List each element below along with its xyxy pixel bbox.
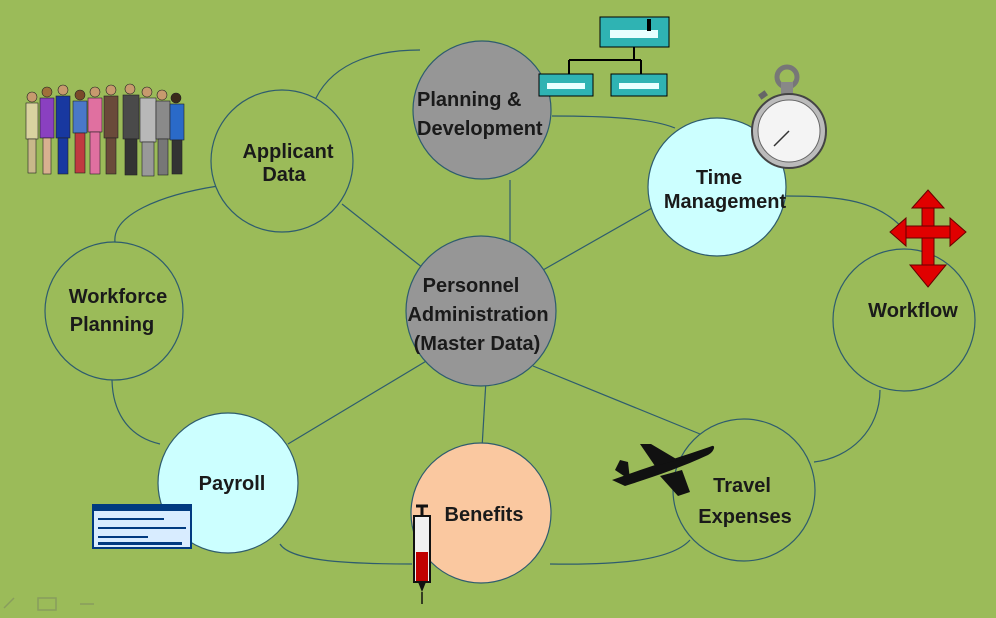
connector-travel-benefits [549,539,691,565]
workflow-arrows-icon [889,189,967,288]
node-payroll[interactable]: Payroll [157,412,299,554]
node-applicant-data[interactable]: Applicant Data [210,89,354,233]
node-label: Payroll [199,473,266,495]
node-label: Administration [407,304,548,326]
node-label: Benefits [445,504,524,526]
connector-payroll-workforce [111,377,161,445]
node-label: Time [696,167,742,189]
node-label: Personnel [423,275,520,297]
node-time-management[interactable]: Time Management [647,117,787,257]
connector-personnel-payroll [287,359,429,445]
connector-personnel-benefits [481,379,487,449]
node-benefits[interactable]: Benefits [410,442,552,584]
node-personnel-administration[interactable]: Personnel Administration (Master Data) [405,235,557,387]
node-label: Data [262,164,306,186]
connector-workflow-travel [813,389,881,463]
connector-planning-time [551,115,676,129]
node-workflow[interactable]: Workflow [832,248,976,392]
airplane-icon [612,444,715,496]
connector-applicant-planning [315,49,421,99]
connector-time-workflow [785,195,907,233]
org-chart-icon [538,16,670,97]
node-label: Planning [70,314,154,336]
connector-personnel-applicant [341,203,424,269]
menu-icon[interactable] [37,597,57,611]
node-label: (Master Data) [414,333,541,355]
node-label: Applicant [242,141,333,163]
node-label: Workflow [868,300,958,322]
check-icon [92,504,192,549]
people-group-icon [25,83,185,177]
node-label: Development [417,118,543,140]
node-label: Planning & [417,89,521,111]
connector-benefits-payroll [279,543,413,565]
node-planning-development[interactable]: Planning & Development [412,40,552,180]
pen-icon[interactable] [3,597,15,609]
syringe-icon [413,504,431,604]
node-label: Expenses [698,506,791,528]
connector-personnel-time [542,207,653,271]
slideshow-controls [3,597,94,611]
connector-workforce-applicant [114,185,219,243]
node-workforce-planning[interactable]: Workforce Planning [44,241,184,381]
node-travel-expenses[interactable]: Travel Expenses [672,418,816,562]
connector-personnel-travel [532,365,701,435]
node-label: Travel [713,475,771,497]
node-label: Management [664,191,787,213]
connectors [111,49,907,565]
node-label: Workforce [69,286,168,308]
stopwatch-icon [751,64,827,169]
